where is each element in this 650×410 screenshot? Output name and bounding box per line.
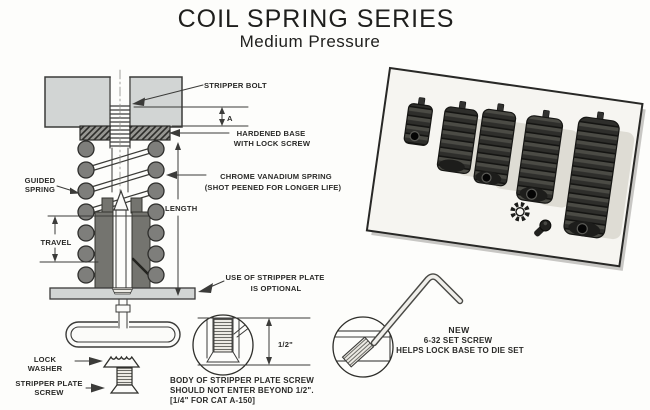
label-half-inch: 1/2" — [278, 340, 293, 349]
label-screw-note-2: SHOULD NOT ENTER BEYOND 1/2". — [170, 386, 314, 395]
label-guided-1: GUIDED — [25, 176, 56, 185]
leader-lines — [56, 84, 230, 393]
label-screw-note-1: BODY OF STRIPPER PLATE SCREW — [170, 376, 314, 385]
label-length: LENGTH — [165, 204, 197, 213]
spring-2 — [436, 101, 479, 175]
spring-5 — [563, 111, 620, 239]
label-optional-1: USE OF STRIPPER PLATE — [226, 273, 325, 282]
stripper-plate-screw — [109, 367, 140, 394]
label-lock-washer-2: WASHER — [28, 364, 63, 373]
guide-bushing — [94, 197, 155, 289]
label-helps-lock: HELPS LOCK BASE TO DIE SET — [396, 346, 524, 355]
set-screw-photo — [534, 219, 552, 237]
page-subtitle: Medium Pressure — [240, 32, 381, 51]
bolt-channel — [110, 76, 130, 128]
dimension-length — [175, 142, 181, 296]
label-stripper-bolt: STRIPPER BOLT — [204, 81, 267, 90]
spring-3 — [473, 103, 517, 187]
screw-detail-content — [193, 315, 253, 375]
label-guided-2: SPRING — [25, 185, 55, 194]
label-lock-washer-1: LOCK — [34, 355, 57, 364]
springs-photo — [365, 66, 646, 271]
label-chrome-spring-2: (SHOT PEENED FOR LONGER LIFE) — [205, 183, 342, 192]
dimension-a — [133, 106, 249, 127]
label-hardened-base-2: WITH LOCK SCREW — [234, 139, 311, 148]
stripper-plate — [49, 287, 196, 300]
allen-key-highlight — [372, 274, 462, 345]
label-travel: TRAVEL — [40, 238, 71, 247]
label-hardened-base-1: HARDENED BASE — [237, 129, 306, 138]
label-set-screw: 6-32 SET SCREW — [424, 336, 493, 345]
screw-detail-circle — [192, 314, 254, 376]
spring-4 — [516, 109, 564, 204]
set-screw-detail-circle — [332, 316, 394, 378]
screw-shaft — [115, 209, 127, 289]
dimension-travel — [39, 215, 149, 263]
dimension-half-inch — [197, 317, 311, 366]
spring-1 — [403, 97, 433, 146]
new-badge: NEW — [448, 325, 470, 335]
label-chrome-spring-1: CHROME VANADIUM SPRING — [220, 172, 332, 181]
label-plate-screw-2: SCREW — [34, 388, 64, 397]
set-screw-callout: NEW 6-32 SET SCREW HELPS LOCK BASE TO DI… — [332, 273, 524, 378]
screw-tip — [113, 189, 129, 211]
star-washer — [510, 202, 530, 222]
set-screw-detail-content — [333, 317, 393, 377]
lock-washer — [102, 355, 141, 368]
hardened-base — [79, 125, 171, 141]
page-title: COIL SPRING SERIES — [178, 5, 455, 33]
label-optional-2: IS OPTIONAL — [251, 284, 302, 293]
cross-section-diagram: STRIPPER BOLT A HARDENED BASE WITH LOCK … — [15, 69, 342, 405]
label-screw-note-3: [1/4" FOR CAT A-150] — [170, 396, 255, 405]
handle-loop — [65, 298, 181, 348]
label-plate-screw-1: STRIPPER PLATE — [15, 379, 82, 388]
label-dim-a: A — [227, 114, 233, 123]
